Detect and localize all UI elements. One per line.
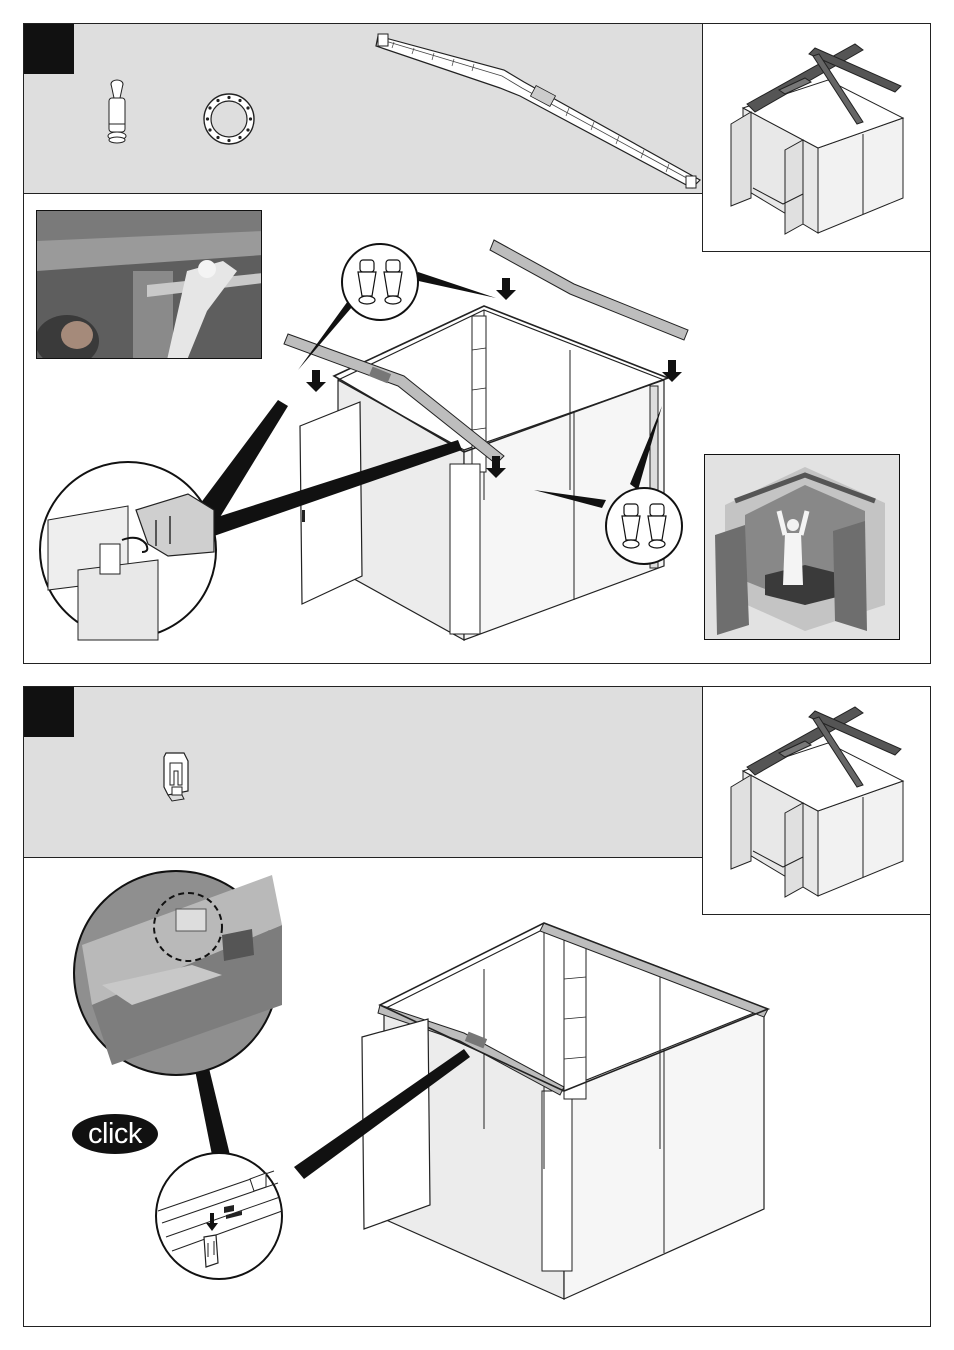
- step-1-panel: [23, 23, 931, 664]
- step-number-badge: [24, 24, 74, 74]
- clip-insert-detail-zoom: [154, 1151, 284, 1281]
- overview-thumbnail-step-2: [702, 687, 930, 915]
- gable-beam-icon: [374, 30, 704, 190]
- step-2-panel: click: [23, 686, 931, 1327]
- beam-hook-detail-zoom: [38, 460, 238, 650]
- shed-assembly-drawing-step-1: [274, 220, 694, 650]
- photo-scene: [37, 211, 262, 359]
- overview-thumbnail-step-1: [702, 24, 930, 252]
- person-fixing-beam-photo: [36, 210, 262, 359]
- person-in-shed-photo: [704, 454, 900, 640]
- clip-fastener-icon: [162, 751, 192, 803]
- step-number-badge: [24, 687, 74, 737]
- shed-assembly-drawing-step-2: [324, 909, 784, 1319]
- photo-scene-2: [705, 455, 900, 640]
- ring-seal-icon: [202, 92, 256, 146]
- click-callout: click: [72, 1114, 158, 1154]
- peg-fastener-icon: [102, 76, 132, 146]
- parts-panel-step-1: [24, 24, 704, 194]
- shed-overview-icon: [723, 38, 913, 238]
- clip-photo-zoom: [72, 865, 282, 1085]
- shed-overview-icon: [723, 701, 913, 901]
- parts-panel-step-2: [24, 687, 704, 858]
